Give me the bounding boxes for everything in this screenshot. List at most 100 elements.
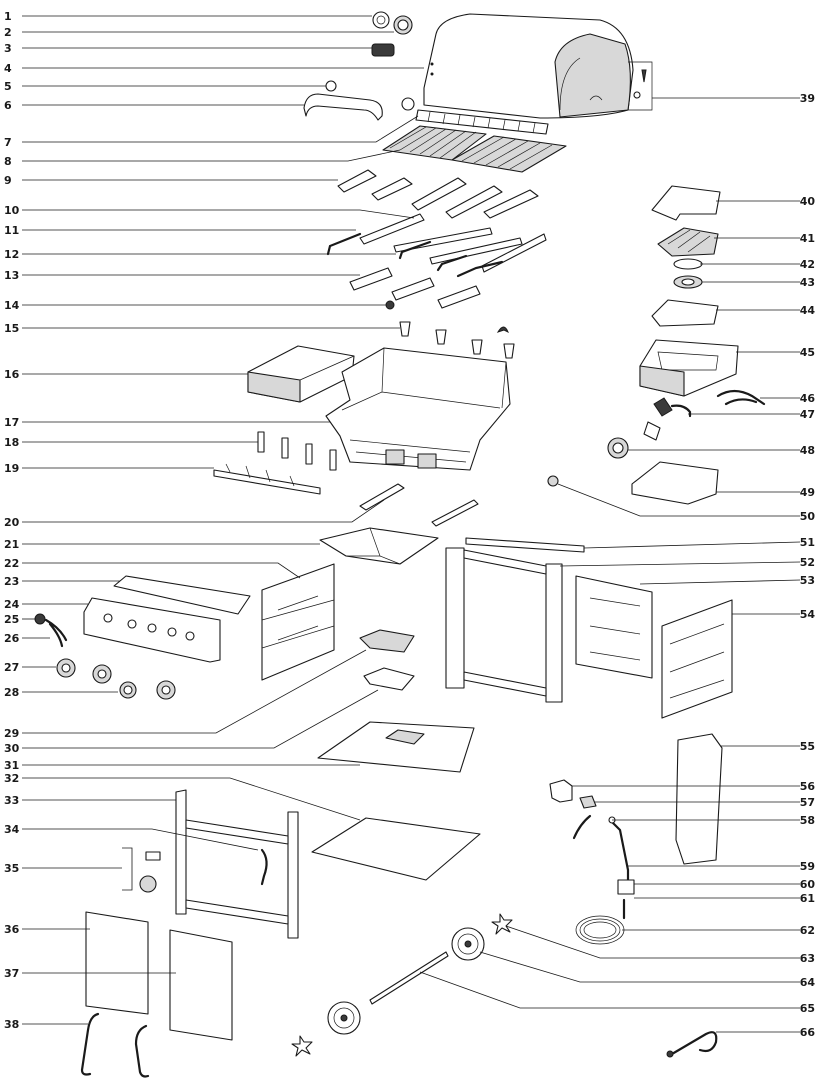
leader-lines-right xyxy=(419,97,801,1033)
callout-24: 24 xyxy=(4,598,20,611)
callout-26: 26 xyxy=(4,632,20,645)
clips-part xyxy=(385,300,515,359)
door-right-part xyxy=(169,929,233,1041)
bottom-shelf-part xyxy=(317,721,475,773)
regulator-part xyxy=(608,816,635,895)
thermometer-part xyxy=(372,11,413,35)
door-handles-part xyxy=(80,1012,150,1078)
callout-27: 27 xyxy=(4,661,19,674)
crossover-tube-part xyxy=(359,483,405,511)
callout-51: 51 xyxy=(800,536,815,549)
callout-57: 57 xyxy=(800,796,815,809)
cooking-grates-part xyxy=(382,125,567,173)
callout-45: 45 xyxy=(800,346,815,359)
burner-cap-part xyxy=(673,258,703,270)
callout-2: 2 xyxy=(4,26,12,39)
callout-54: 54 xyxy=(800,608,816,621)
callout-38: 38 xyxy=(4,1018,19,1031)
tank-clip-part xyxy=(670,1031,718,1056)
callout-61: 61 xyxy=(800,892,815,905)
side-burner-cover-part xyxy=(651,185,721,221)
callout-37: 37 xyxy=(4,967,19,980)
callout-56: 56 xyxy=(800,780,816,793)
frame-right-part xyxy=(445,547,563,703)
callout-46: 46 xyxy=(800,392,816,405)
callout-34: 34 xyxy=(4,823,20,836)
callout-64: 64 xyxy=(800,976,816,989)
callout-5: 5 xyxy=(4,80,12,93)
burners-part xyxy=(326,213,547,278)
callout-labels: 1234567891011121314151617181920212223242… xyxy=(4,10,815,1039)
callout-7: 7 xyxy=(4,136,12,149)
leader-lines-left xyxy=(22,15,424,1025)
callout-12: 12 xyxy=(4,248,19,261)
bracket-part xyxy=(549,779,573,803)
side-box-part xyxy=(247,345,355,403)
axle-cap-part xyxy=(491,913,513,935)
bracket-small-part xyxy=(579,795,597,809)
heat-deflectors-part xyxy=(349,267,481,309)
wheel-part xyxy=(451,927,485,961)
callout-11: 11 xyxy=(4,224,19,237)
callout-17: 17 xyxy=(4,416,19,429)
callout-36: 36 xyxy=(4,923,20,936)
igniter-wire-part xyxy=(44,618,68,648)
knobs-part xyxy=(56,658,176,700)
callout-52: 52 xyxy=(800,556,815,569)
drip-tray-part xyxy=(359,629,415,653)
callout-42: 42 xyxy=(800,258,815,271)
logo-badge-part xyxy=(371,43,395,57)
callout-35: 35 xyxy=(4,862,19,875)
axle-part xyxy=(369,951,449,1005)
side-panel-left-part xyxy=(261,563,335,681)
callout-65: 65 xyxy=(800,1002,815,1015)
wheel-second-part xyxy=(327,1001,361,1035)
side-burner-tray-part xyxy=(651,299,719,327)
rod-part xyxy=(431,499,479,527)
lid-part xyxy=(423,13,634,119)
caster-part xyxy=(139,851,161,893)
manifold-part xyxy=(213,431,337,495)
side-tray-part xyxy=(631,461,719,505)
callout-9: 9 xyxy=(4,174,12,187)
callout-21: 21 xyxy=(4,538,19,551)
callout-33: 33 xyxy=(4,794,19,807)
flavorizer-bars-part xyxy=(337,169,539,219)
side-burner-grate-part xyxy=(657,227,719,257)
callout-29: 29 xyxy=(4,727,19,740)
callout-8: 8 xyxy=(4,155,12,168)
callout-25: 25 xyxy=(4,613,19,626)
nut-part xyxy=(547,475,559,487)
callout-30: 30 xyxy=(4,742,20,755)
callout-66: 66 xyxy=(800,1026,816,1039)
callout-53: 53 xyxy=(800,574,815,587)
callout-15: 15 xyxy=(4,322,19,335)
callout-55: 55 xyxy=(800,740,815,753)
callout-13: 13 xyxy=(4,269,19,282)
callout-14: 14 xyxy=(4,299,20,312)
side-burner-housing-part xyxy=(639,339,739,397)
callout-39: 39 xyxy=(800,92,815,105)
callout-1: 1 xyxy=(4,10,12,23)
shelf-part xyxy=(311,817,481,881)
callout-40: 40 xyxy=(800,195,816,208)
callout-28: 28 xyxy=(4,686,19,699)
screws-part xyxy=(628,61,653,111)
callout-62: 62 xyxy=(800,924,815,937)
callout-23: 23 xyxy=(4,575,19,588)
side-burner-knob-part xyxy=(607,437,629,459)
callout-47: 47 xyxy=(800,408,815,421)
control-panel-part xyxy=(83,575,251,663)
tank-clip-end-part xyxy=(666,1050,674,1058)
callout-18: 18 xyxy=(4,436,19,449)
callout-48: 48 xyxy=(800,444,815,457)
handle-part xyxy=(303,80,415,121)
callout-10: 10 xyxy=(4,204,20,217)
rail-part xyxy=(465,537,585,553)
callout-50: 50 xyxy=(800,510,816,523)
tank-shield-part xyxy=(675,733,723,865)
callout-22: 22 xyxy=(4,557,19,570)
callout-63: 63 xyxy=(800,952,815,965)
callout-58: 58 xyxy=(800,814,815,827)
